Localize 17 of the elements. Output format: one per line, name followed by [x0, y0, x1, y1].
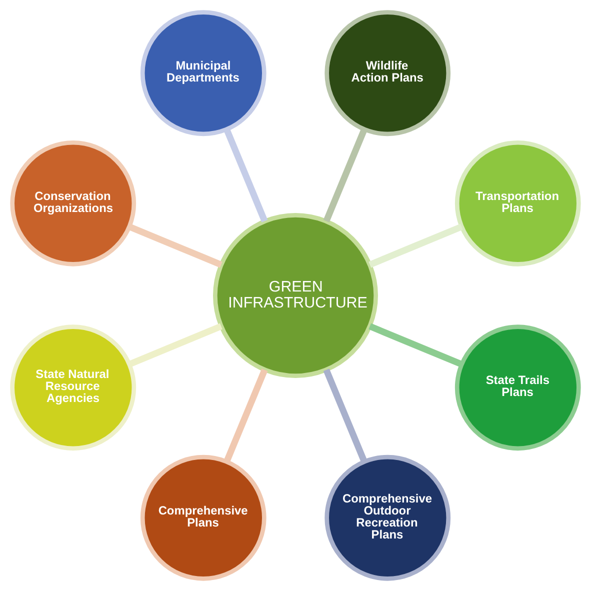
- node-circle: Transportation Plans: [454, 140, 581, 266]
- node-circle: Conservation Organizations: [10, 140, 136, 266]
- node-circle: GREEN INFRASTRUCTURE: [213, 213, 378, 378]
- connector: [128, 323, 222, 368]
- connector: [224, 368, 268, 463]
- node-circle: State Natural Resource Agencies: [10, 324, 136, 451]
- node-circle: Wildlife Action Plans: [324, 10, 451, 136]
- connector: [128, 224, 222, 268]
- connector: [368, 323, 463, 368]
- connector: [368, 224, 463, 268]
- node-circle: Municipal Departments: [140, 10, 266, 136]
- connector: [323, 128, 368, 222]
- connector: [224, 128, 268, 222]
- node-circle: State Trails Plans: [454, 324, 581, 451]
- connector: [323, 368, 368, 463]
- node-circle: Comprehensive Outdoor Recreation Plans: [324, 454, 451, 581]
- node-circle: Comprehensive Plans: [140, 454, 266, 581]
